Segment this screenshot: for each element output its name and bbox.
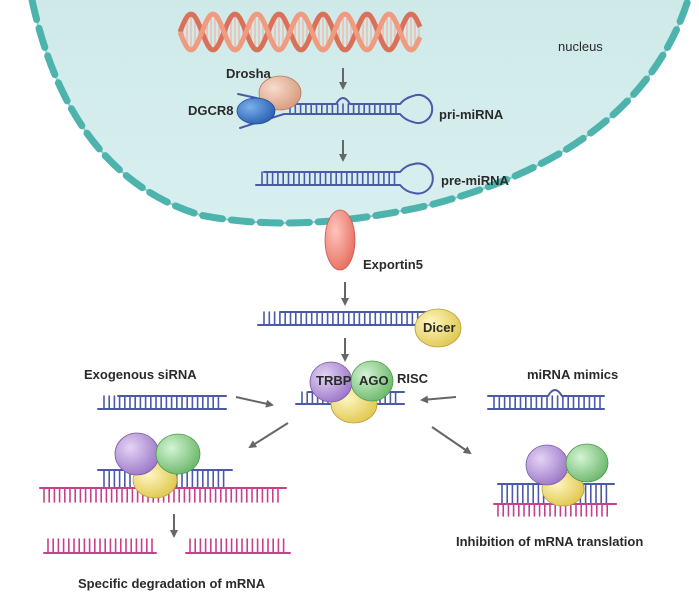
- nucleus-region: [28, 0, 692, 227]
- label-pre-mirna: pre-miRNA: [441, 173, 510, 188]
- dicer-duplex: [257, 311, 429, 326]
- exportin5-protein: [324, 209, 356, 271]
- mirna-mimics-duplex: [487, 389, 605, 410]
- degraded-mrna-fragments: [43, 538, 291, 554]
- pri-bulge: [335, 97, 351, 105]
- pre-mirna-structure: [255, 162, 434, 195]
- label-nucleus: nucleus: [558, 39, 603, 54]
- mimics-bulge: [547, 389, 563, 397]
- exogenous-sirna-duplex: [97, 395, 227, 410]
- arrow-sirna-to-risc: [235, 396, 274, 408]
- arrow-risc-to-degradation: [248, 422, 289, 449]
- label-dicer: Dicer: [423, 320, 456, 335]
- dna-strand-front: [177, 11, 423, 53]
- label-exogenous-sirna: Exogenous siRNA: [84, 367, 197, 382]
- label-specific-degradation: Specific degradation of mRNA: [78, 576, 266, 591]
- deg-green-protein: [155, 433, 201, 475]
- label-ago: AGO: [359, 373, 389, 388]
- dicer-protein: [414, 308, 462, 348]
- inh-green-protein: [565, 443, 609, 483]
- label-trbp: TRBP: [316, 373, 352, 388]
- label-exportin5: Exportin5: [363, 257, 423, 272]
- pre-loop: [399, 162, 434, 195]
- deg-purple-protein: [114, 432, 160, 476]
- dna-strand-back: [177, 11, 423, 53]
- degradation-complex: [39, 469, 287, 503]
- label-dgcr8: DGCR8: [188, 103, 234, 118]
- dgcr8-protein: [236, 97, 276, 125]
- inh-purple-protein: [525, 444, 569, 486]
- label-risc: RISC: [397, 371, 429, 386]
- label-mirna-mimics: miRNA mimics: [527, 367, 618, 382]
- dna-helix: [177, 11, 423, 53]
- label-inhibition-translation: Inhibition of mRNA translation: [456, 534, 643, 549]
- ago-protein: [350, 360, 394, 402]
- pri-loop: [399, 94, 434, 124]
- label-drosha: Drosha: [226, 66, 272, 81]
- label-pri-mirna: pri-miRNA: [439, 107, 504, 122]
- arrow-mimics-to-risc: [420, 395, 457, 404]
- arrow-risc-to-inhibition: [431, 426, 472, 455]
